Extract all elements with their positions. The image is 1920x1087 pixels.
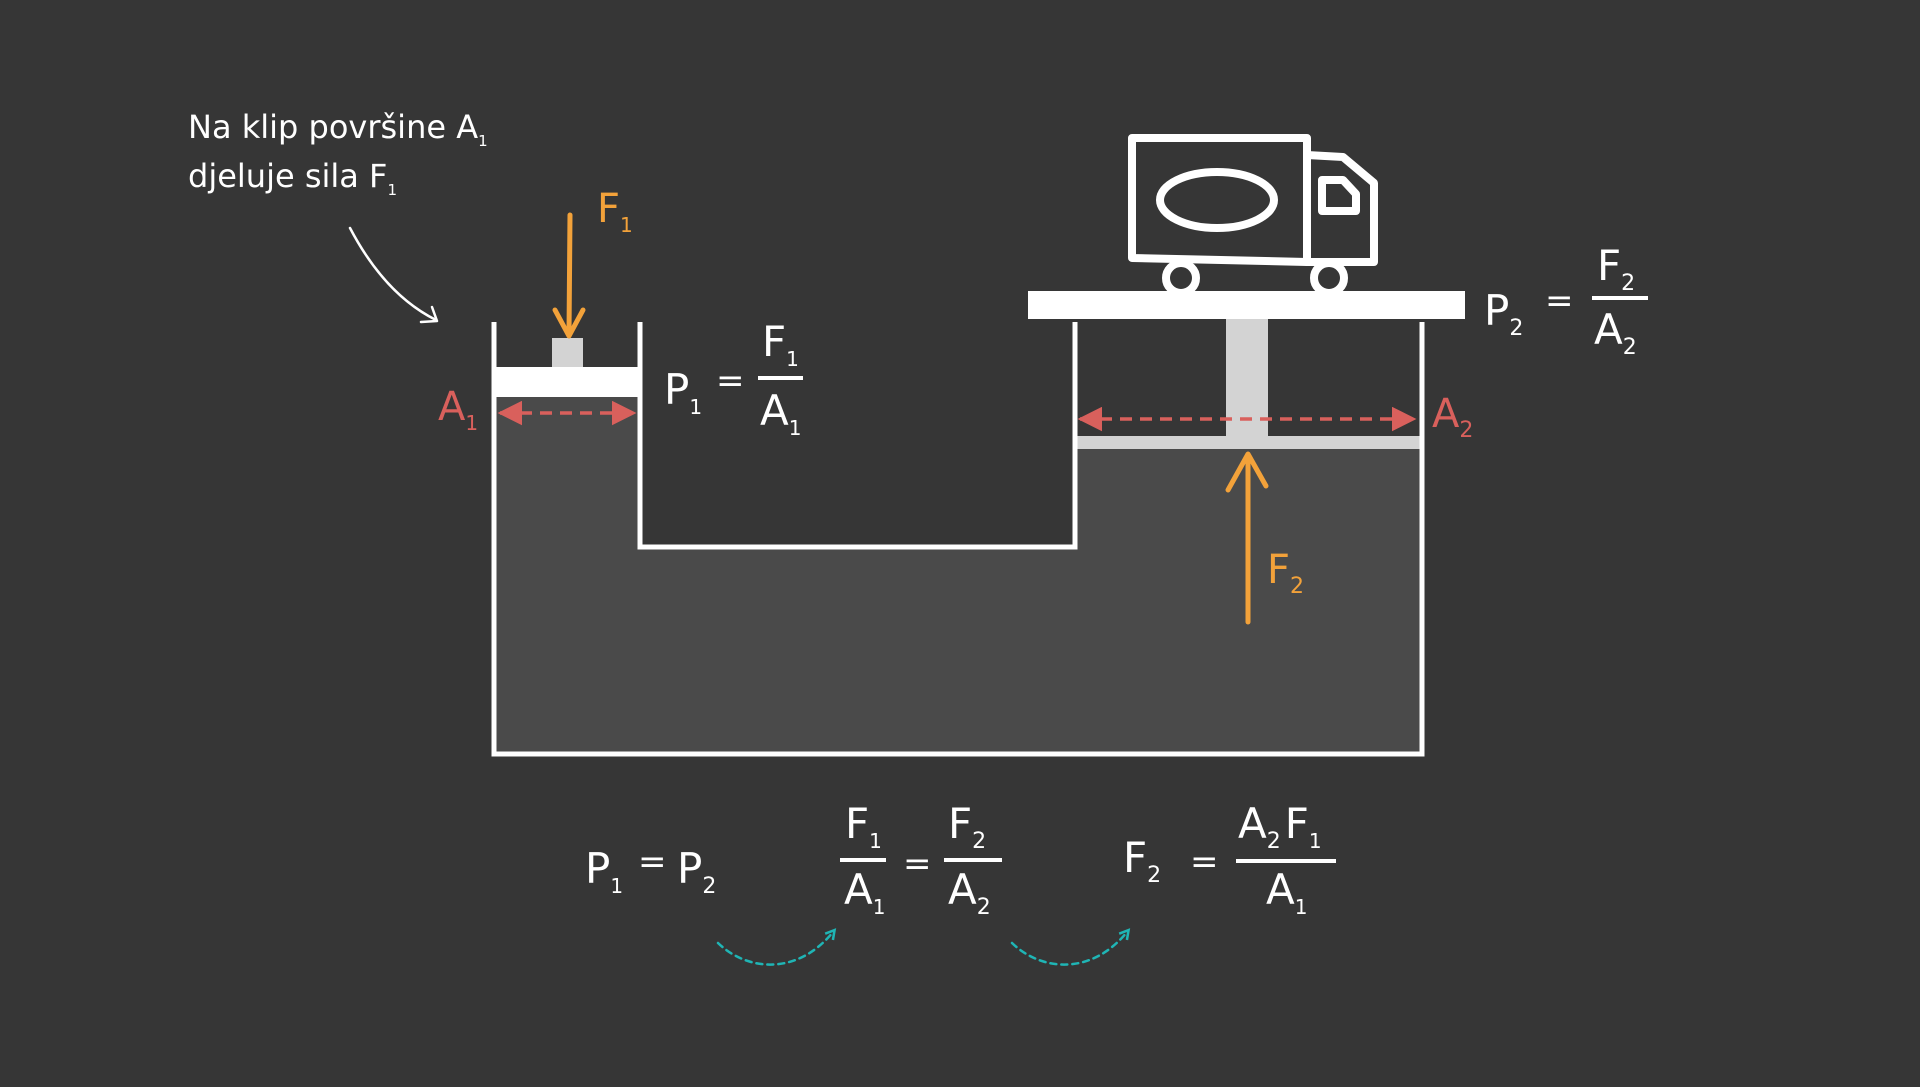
formula-p2: P2 = F2 A2 <box>1484 241 1648 360</box>
force-large-arrow-icon <box>1225 451 1269 625</box>
svg-text:A2: A2 <box>1594 305 1637 360</box>
formula-result: F2 = A2F1 A1 <box>1123 799 1336 919</box>
svg-text:=: = <box>638 842 667 882</box>
svg-text:F2: F2 <box>1597 241 1635 296</box>
svg-text:F1: F1 <box>762 317 799 371</box>
svg-text:=: = <box>1545 281 1574 321</box>
lift-platform <box>1028 291 1465 319</box>
dashed-curved-arrow-icon <box>716 928 837 966</box>
annotation-line-2: djeluje sila F1 <box>188 157 397 199</box>
force-large-label: F2 <box>1267 547 1304 599</box>
svg-text:=: = <box>1190 842 1219 882</box>
small-piston <box>495 367 638 397</box>
force-small-arrow-icon <box>552 212 586 339</box>
dashed-curved-arrow-icon <box>1010 928 1131 966</box>
hydraulic-fluid <box>495 397 1420 752</box>
container-outline <box>491 322 1425 757</box>
svg-text:P2: P2 <box>1484 286 1523 341</box>
truck-icon <box>1128 134 1378 297</box>
formula-ratio: F1 A1 = F2 A2 <box>840 799 1002 920</box>
svg-text:A2F1: A2F1 <box>1238 799 1322 854</box>
svg-text:P1: P1 <box>585 844 623 898</box>
large-piston <box>1075 436 1420 449</box>
area-small-label: A1 <box>438 384 478 435</box>
svg-text:A1: A1 <box>1266 865 1307 919</box>
svg-text:P2: P2 <box>677 844 716 899</box>
svg-text:=: = <box>903 844 932 884</box>
area-large-label: A2 <box>1432 391 1473 443</box>
svg-text:P1: P1 <box>664 365 702 419</box>
formula-p1: P1 = F1 A1 <box>664 317 803 440</box>
force-small-label: F1 <box>597 186 633 237</box>
annotation-line-1: Na klip površine A1 <box>188 108 488 150</box>
svg-text:F2: F2 <box>1123 833 1161 888</box>
formula-pressure-equal: P1 = P2 <box>585 842 716 899</box>
svg-text:F1: F1 <box>845 799 882 853</box>
connecting-channel-outline <box>637 322 1078 550</box>
svg-text:A2: A2 <box>948 865 991 920</box>
svg-text:=: = <box>716 361 745 401</box>
svg-text:F2: F2 <box>948 799 986 854</box>
small-piston-rod <box>552 338 583 367</box>
svg-text:A1: A1 <box>844 865 885 919</box>
svg-text:A1: A1 <box>760 386 801 440</box>
curved-arrow-icon <box>348 226 439 324</box>
